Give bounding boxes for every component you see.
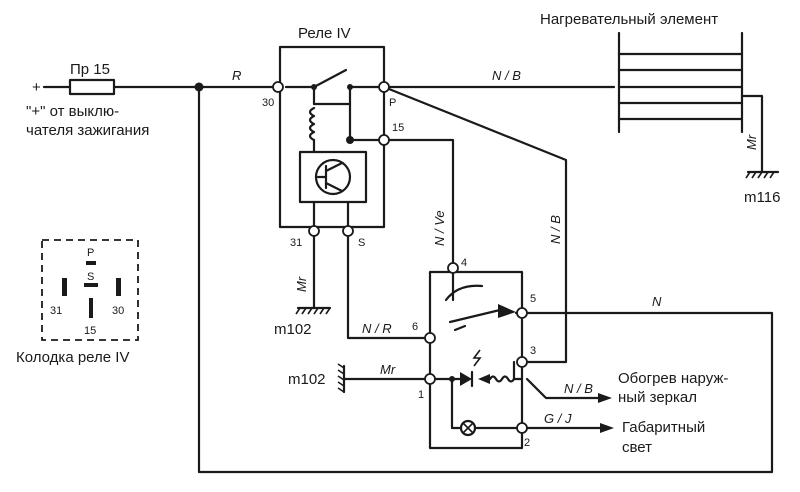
switch-terminal-3 <box>516 356 528 368</box>
ground-switch <box>337 363 426 394</box>
relay-terminal-p-label: P <box>389 97 396 109</box>
heater-element <box>617 31 764 174</box>
switch-terminal-4 <box>447 262 459 274</box>
switch-terminal-1 <box>424 373 436 385</box>
feed-wire <box>42 78 774 474</box>
ground-label-2: m102 <box>288 371 326 388</box>
wire-n: N <box>652 294 662 309</box>
switch-terminal-6-label: 6 <box>412 321 418 333</box>
wire-mr-left: Mr <box>294 276 309 292</box>
relay-terminal-30-label: 30 <box>262 97 274 109</box>
switch-terminal-3-label: 3 <box>530 345 536 357</box>
connector-pin-30: 30 <box>112 305 124 317</box>
wire-gj: G / J <box>544 411 572 426</box>
mirror-label-line1: Обогрев наруж- <box>618 370 728 387</box>
switch-terminal-2-label: 2 <box>524 437 530 449</box>
relay-terminal-31-label: 31 <box>290 237 302 249</box>
parking-label-line2: свет <box>622 439 652 456</box>
relay-terminal-31 <box>308 225 320 237</box>
switch-terminal-5 <box>516 307 528 319</box>
wire-mr-bottom: Mr <box>380 362 396 377</box>
mirror-label-line2: ный зеркал <box>618 389 697 406</box>
connector-pin-p: P <box>87 247 94 259</box>
connector-pin-15: 15 <box>84 325 96 337</box>
relay-iv <box>278 45 386 229</box>
connector-title: Колодка реле IV <box>16 349 129 366</box>
wire-mr-heater: Mr <box>744 134 759 150</box>
heater-title: Нагревательный элемент <box>540 11 718 28</box>
plus-label: + <box>32 79 41 96</box>
mirror-output <box>525 377 612 403</box>
switch-terminal-4-label: 4 <box>461 257 467 269</box>
parking-output <box>525 423 614 433</box>
relay-terminal-p <box>378 81 390 93</box>
wire-nr: N / R <box>362 321 392 336</box>
fuse-symbol <box>68 78 116 96</box>
relay-terminal-30 <box>272 81 284 93</box>
switch-terminal-1-label: 1 <box>418 389 424 401</box>
switch-terminal-5-label: 5 <box>530 293 536 305</box>
wire-nb-top: N / B <box>492 68 521 83</box>
relay-output-wires <box>312 85 616 364</box>
fuse-label: Пр 15 <box>70 61 110 78</box>
relay-terminal-15 <box>378 134 390 146</box>
source-label-line2: чателя зажигания <box>26 122 149 139</box>
wire-nve: N / Ve <box>432 210 447 246</box>
wire-nb-vertical: N / B <box>548 215 563 244</box>
connector-pin-s: S <box>87 271 94 283</box>
parking-label-line1: Габаритный <box>622 419 705 436</box>
ground-label-1: m102 <box>274 321 312 338</box>
relay-title: Реле IV <box>298 25 351 42</box>
relay-terminal-s-label: S <box>358 237 365 249</box>
relay-terminal-15-label: 15 <box>392 122 404 134</box>
ground-label-3: m116 <box>744 189 780 206</box>
relay-terminal-s <box>342 225 354 237</box>
relay-connector <box>41 239 139 341</box>
switch-terminal-6 <box>424 332 436 344</box>
switch-module <box>428 270 524 450</box>
source-label-line1: "+" от выклю- <box>26 103 119 120</box>
wire-nb-mirror: N / B <box>564 381 593 396</box>
ground-relay <box>295 306 332 315</box>
wire-r: R <box>232 68 241 83</box>
connector-pin-31: 31 <box>50 305 62 317</box>
ground-heater <box>745 170 780 179</box>
switch-terminal-2 <box>516 422 528 434</box>
